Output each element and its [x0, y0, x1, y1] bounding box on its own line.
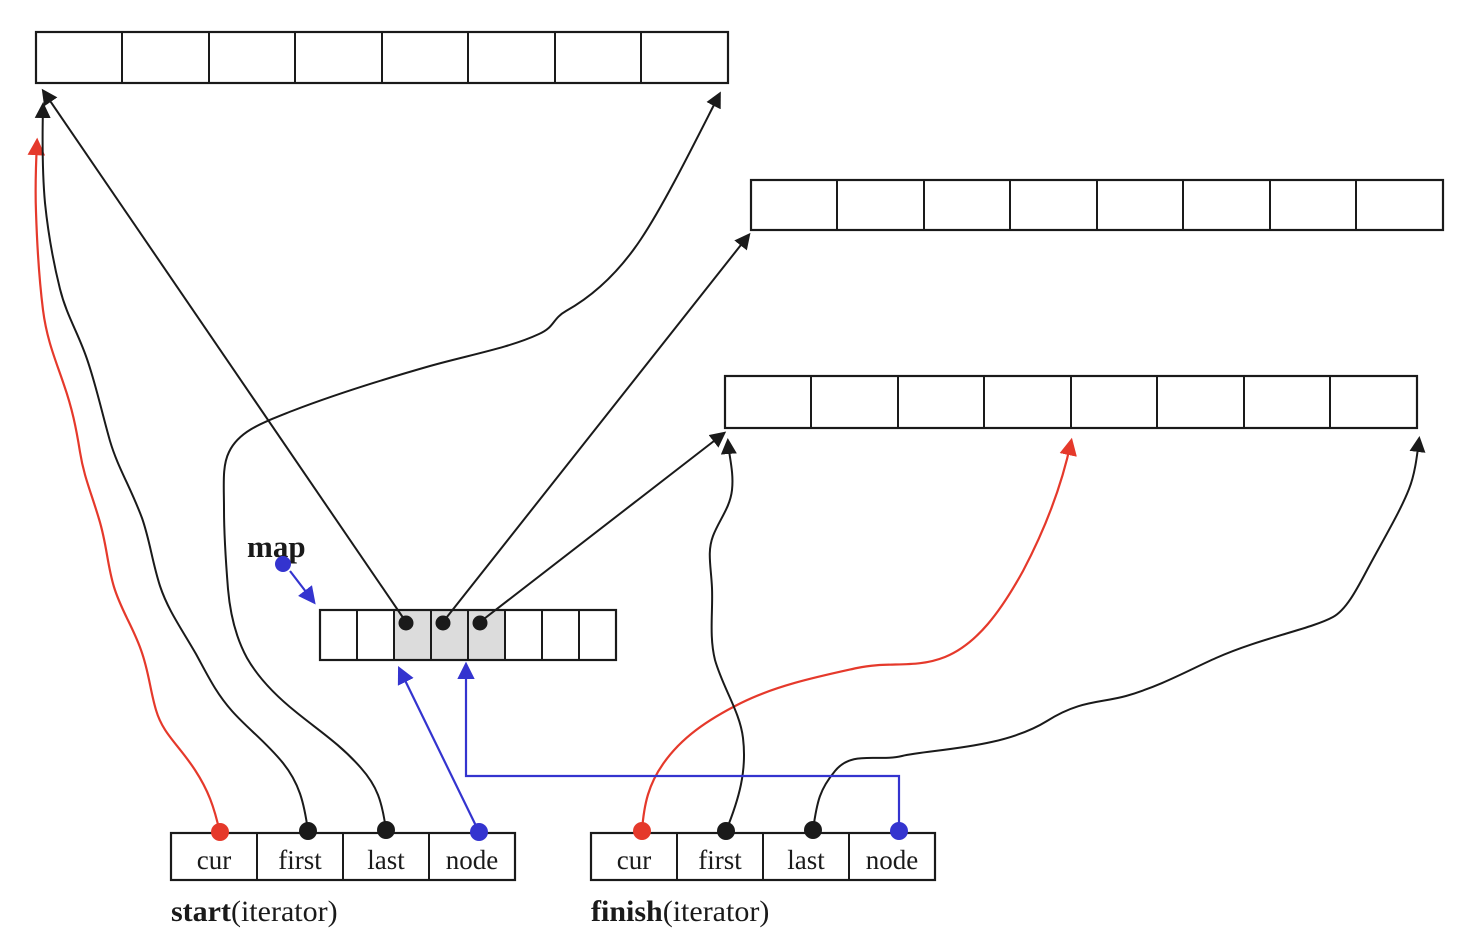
arrow-finish-cur-to-buffer3	[640, 437, 1077, 832]
start-first-dot	[299, 822, 317, 840]
map-label: map	[247, 529, 306, 564]
start-iterator: cur first last node start(iterator)	[169, 821, 517, 928]
buffer-2	[749, 178, 1445, 232]
buffer-1	[34, 30, 730, 85]
buffer-3	[723, 374, 1419, 430]
start-first-label: first	[278, 845, 322, 875]
start-last-dot	[377, 821, 395, 839]
start-cur-dot	[211, 823, 229, 841]
start-caption: start(iterator)	[171, 895, 338, 928]
arrow-finish-last-to-buffer3-end	[812, 436, 1426, 831]
arrow-mapnode2-to-buffer2	[442, 232, 751, 623]
map-node-dot-1	[398, 615, 414, 631]
start-last-label: last	[367, 845, 405, 875]
map-pointer-arrow	[289, 570, 316, 605]
finish-caption: finish(iterator)	[591, 895, 769, 928]
finish-iterator: cur first last node finish(iterator)	[589, 821, 937, 928]
arrow-mapnode3-to-buffer3	[479, 431, 727, 623]
finish-last-label: last	[787, 845, 825, 875]
finish-node-label: node	[866, 845, 919, 875]
map-array	[318, 608, 618, 662]
arrow-start-first-to-buffer1	[34, 102, 309, 832]
start-node-label: node	[446, 845, 499, 875]
finish-node-dot	[890, 822, 908, 840]
finish-cur-label: cur	[617, 845, 651, 875]
start-node-dot	[470, 823, 488, 841]
arrow-start-last-to-buffer1-end	[222, 91, 721, 831]
map-shaded-cell	[394, 610, 431, 660]
arrow-start-cur-to-buffer1	[27, 137, 222, 834]
map-pointer: map	[247, 529, 316, 605]
arrow-finish-first-to-buffer3	[708, 438, 746, 832]
start-cur-label: cur	[197, 845, 231, 875]
map-shaded-cell	[431, 610, 468, 660]
finish-first-label: first	[698, 845, 742, 875]
arrow-start-node-to-map	[397, 666, 480, 833]
map-node-dot-2	[435, 615, 451, 631]
map-pointer-dot	[275, 556, 291, 572]
finish-last-dot	[804, 821, 822, 839]
arrow-mapnode1-to-buffer1	[41, 88, 407, 623]
finish-cur-dot	[633, 822, 651, 840]
finish-first-dot	[717, 822, 735, 840]
arrow-finish-node-to-map	[457, 661, 901, 831]
